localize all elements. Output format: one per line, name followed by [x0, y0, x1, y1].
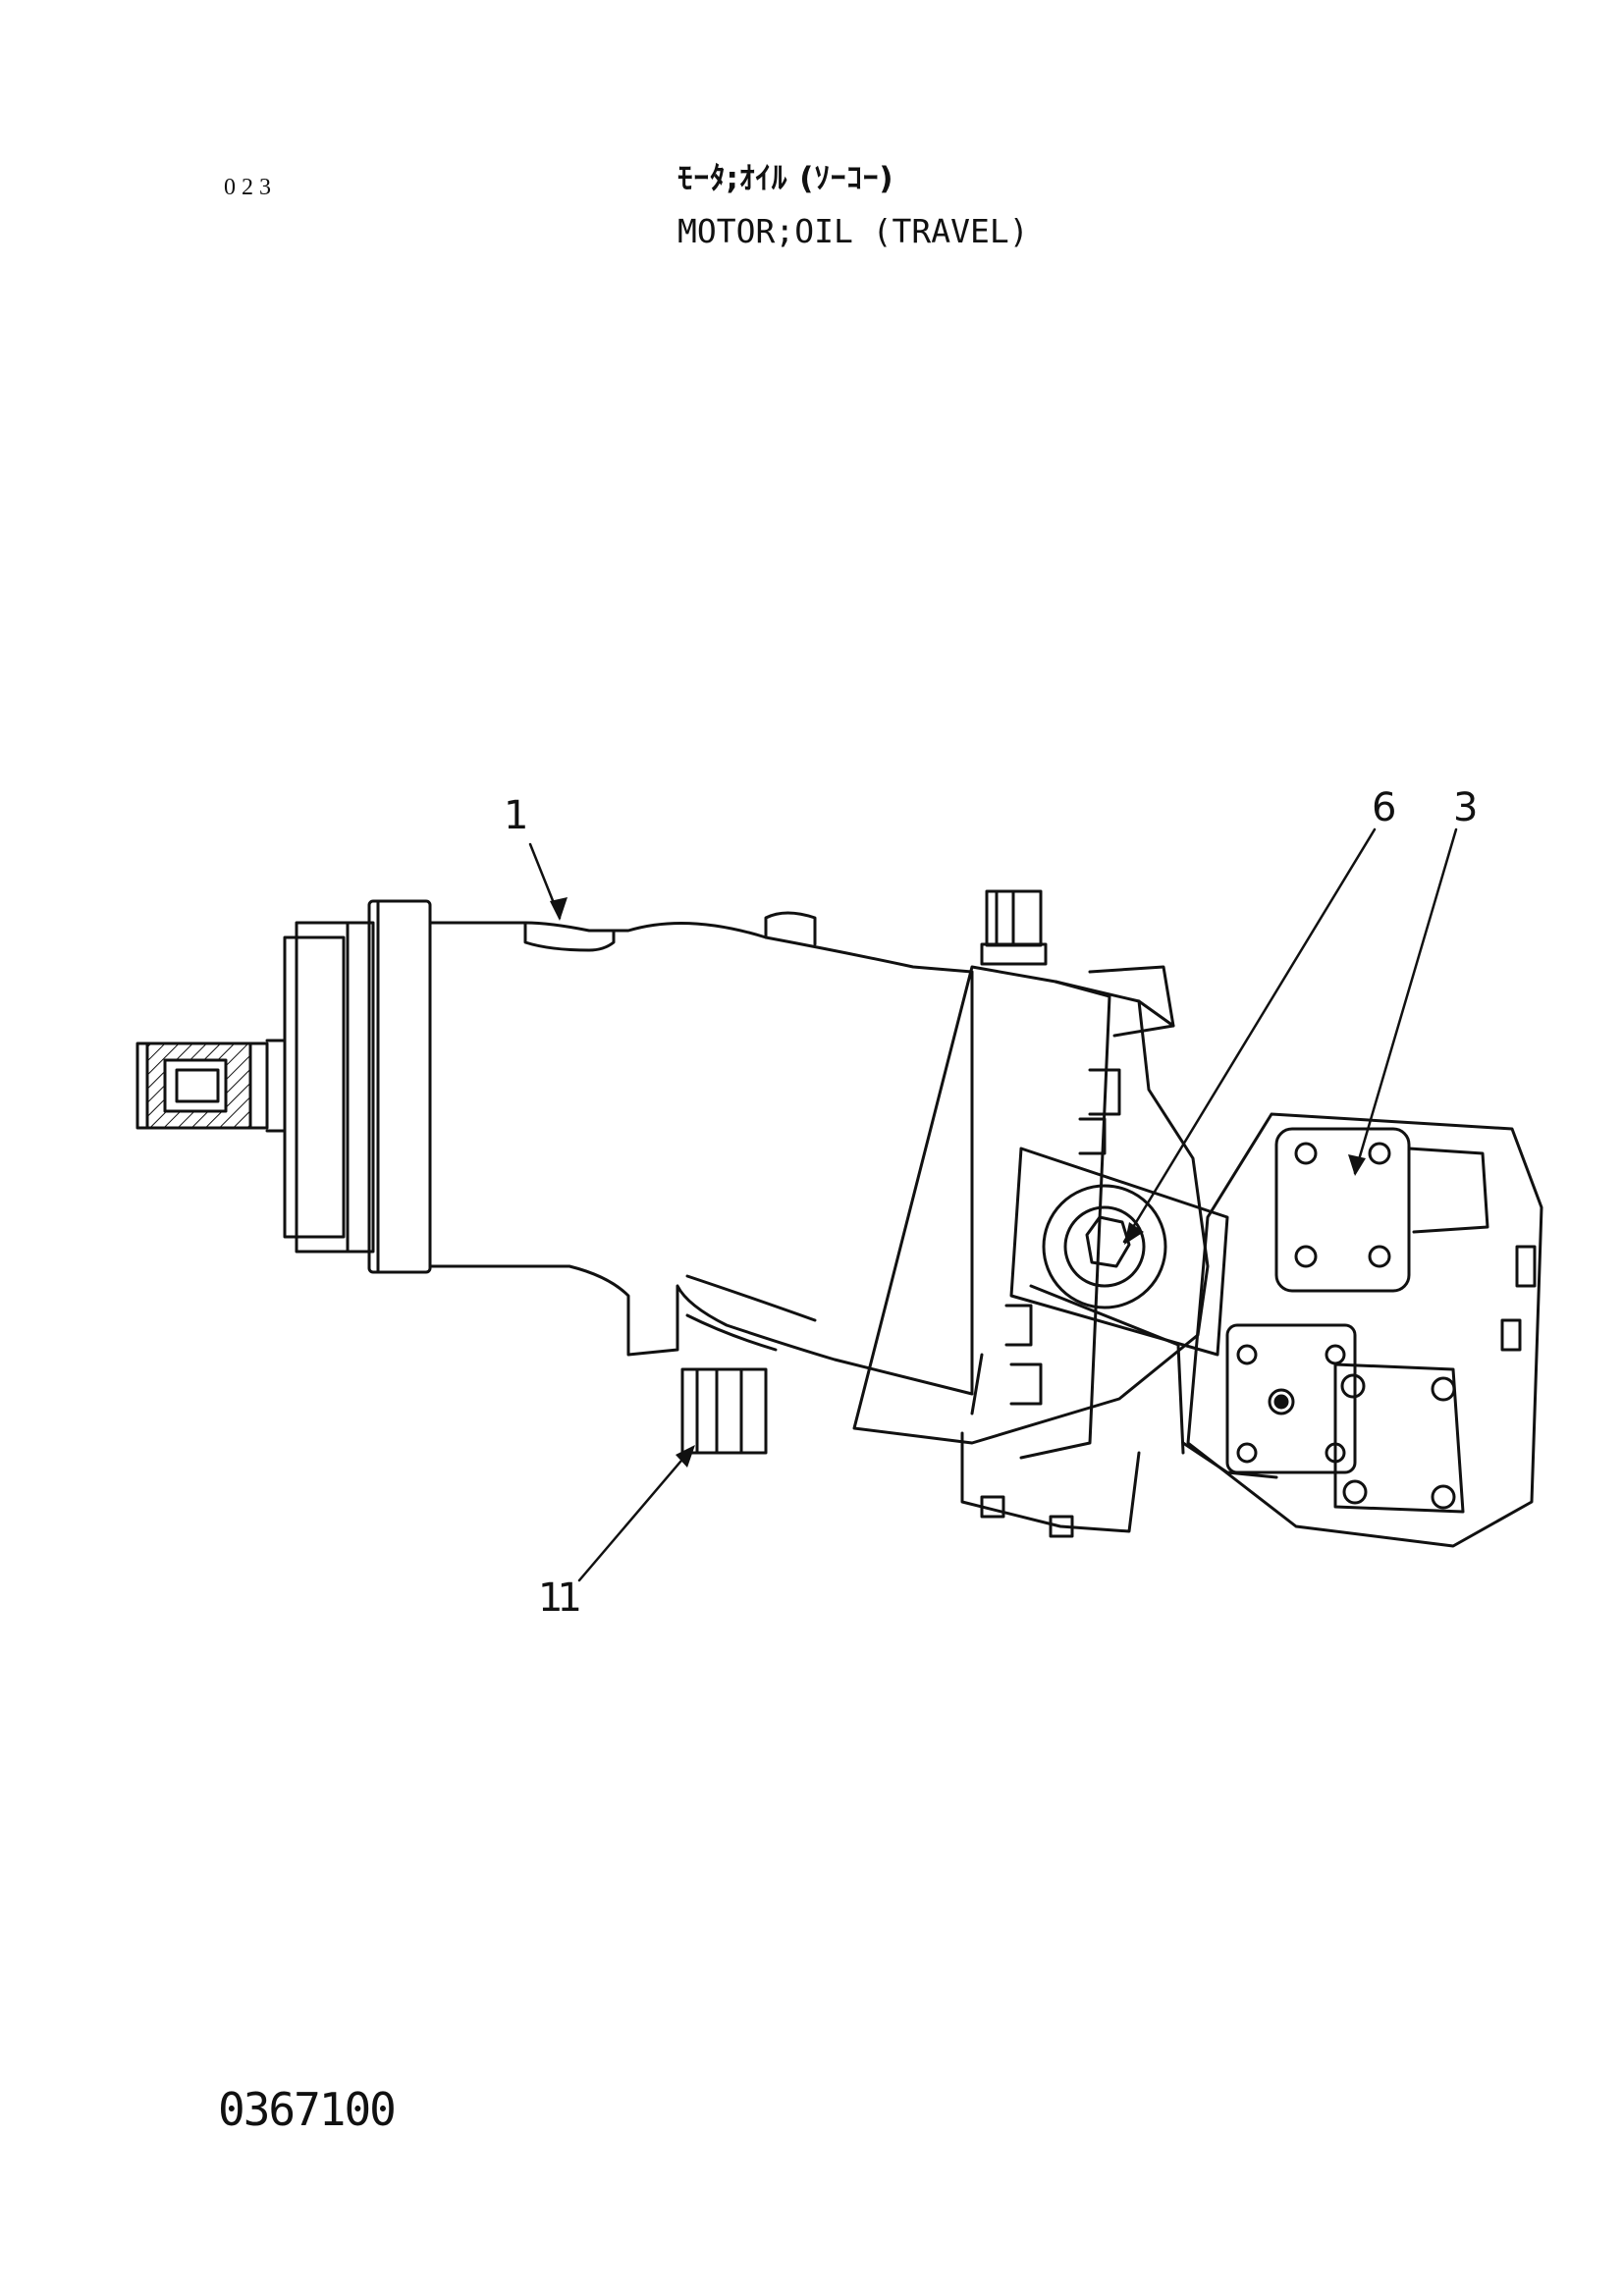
title-japanese: ﾓｰﾀ;ｵｲﾙ (ｿｰｺｰ) [677, 161, 894, 196]
drawing-number: 0367100 [218, 2083, 397, 2136]
motor-housing [428, 911, 974, 1396]
mount-flange [283, 899, 432, 1274]
callout-6: 6 [1372, 785, 1397, 830]
lower-block [960, 1284, 1185, 1538]
drain-fitting [680, 1367, 768, 1455]
leader-lines [528, 828, 1458, 1582]
output-shaft [135, 1039, 287, 1133]
callout-1: 1 [504, 793, 529, 838]
vent-fitting [980, 889, 1048, 966]
page-number: 023 [224, 175, 277, 200]
callout-3: 3 [1453, 785, 1479, 830]
center-boss [1009, 1147, 1229, 1357]
title-english: MOTOR;OIL (TRAVEL) [677, 212, 1029, 250]
valve-block [1181, 1112, 1543, 1548]
callout-11: 11 [538, 1575, 582, 1621]
